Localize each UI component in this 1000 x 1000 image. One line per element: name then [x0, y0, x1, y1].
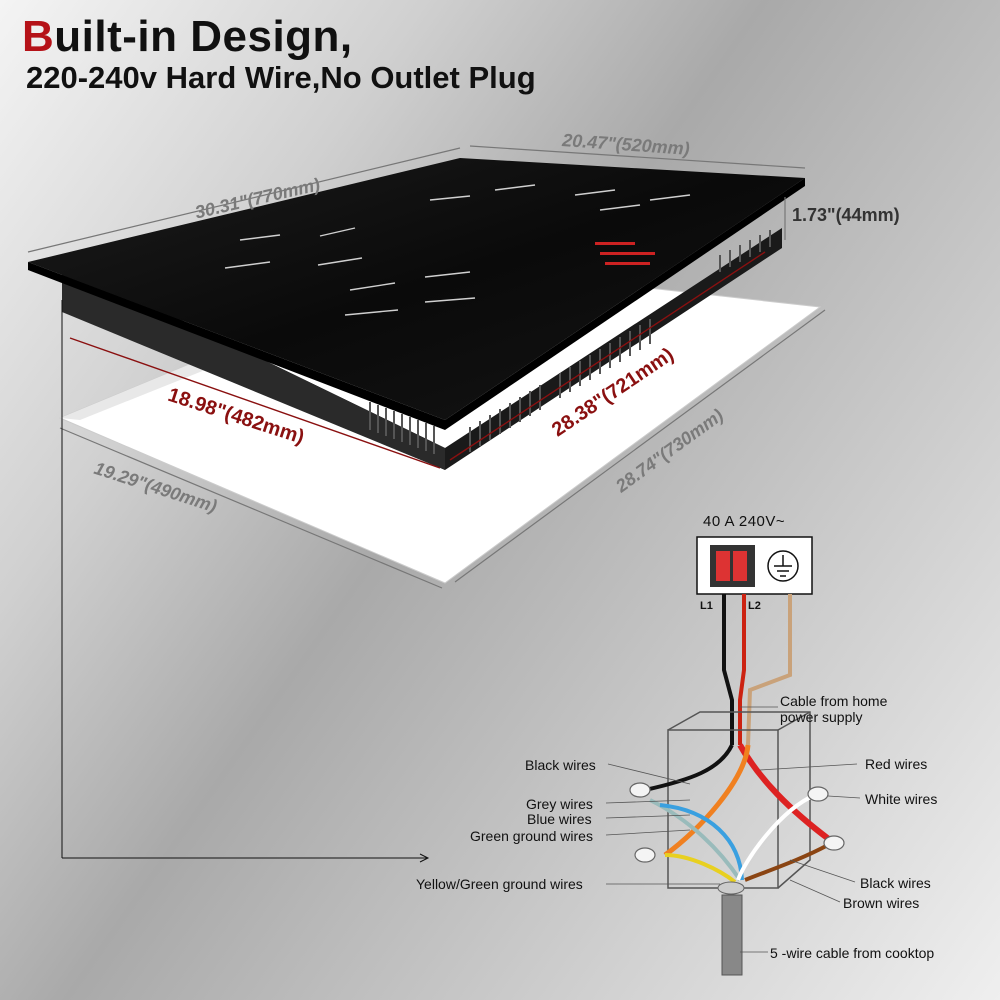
page-title: Built-in Design, [22, 12, 353, 61]
burner-markings [224, 184, 691, 316]
label-green: Green ground wires [470, 828, 593, 844]
vent-slots [369, 230, 771, 454]
label-five-wire: 5 -wire cable from cooktop [770, 945, 935, 961]
label-white: White wires [865, 791, 938, 807]
label-red: Red wires [865, 756, 928, 772]
l2-label: L2 [748, 600, 761, 612]
label-grey: Grey wires [526, 796, 593, 812]
label-yellow-green: Yellow/Green ground wires [416, 876, 583, 892]
label-blue: Blue wires [527, 811, 592, 827]
label-cable-home: Cable from home power supply [780, 693, 888, 725]
label-black-right: Black wires [860, 875, 931, 891]
dim-height: 1.73"(44mm) [792, 205, 900, 225]
page-subtitle: 220-240v Hard Wire,No Outlet Plug [26, 60, 536, 95]
cooktop-cable [721, 894, 743, 976]
glass-top [28, 158, 805, 420]
label-black-left: Black wires [525, 757, 596, 773]
breaker-rating: 40 A 240V~ [703, 513, 786, 530]
l1-label: L1 [700, 600, 713, 612]
control-panel [595, 242, 655, 265]
label-brown: Brown wires [843, 895, 920, 911]
